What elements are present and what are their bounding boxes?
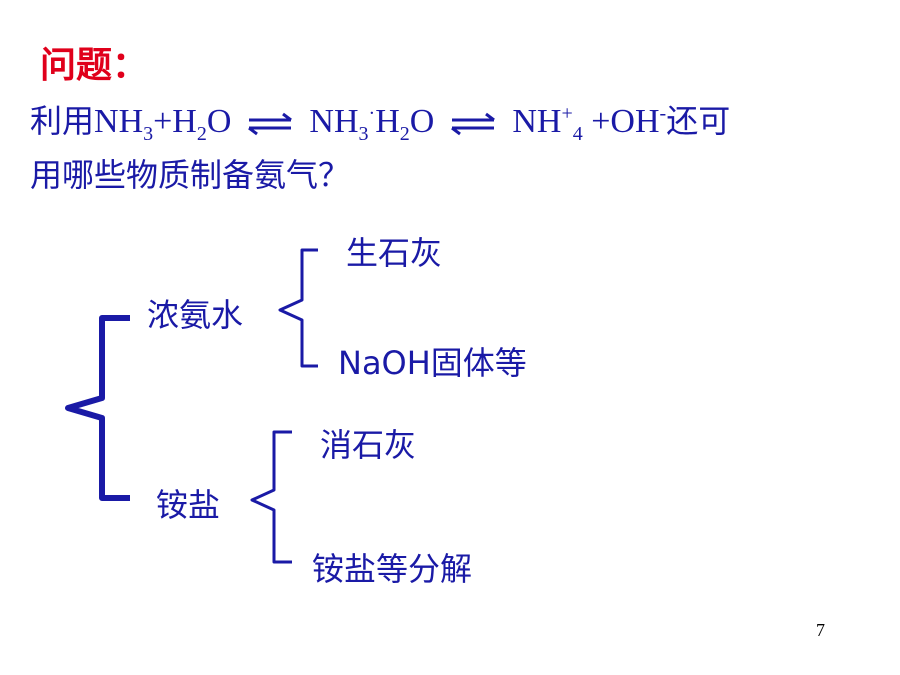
- superscript: +: [561, 102, 573, 125]
- dot: ·: [368, 102, 376, 125]
- oxygen: O: [206, 103, 232, 140]
- subscript: 2: [399, 122, 410, 145]
- tree-node-ammonia-water: 浓氨水: [147, 296, 244, 334]
- h2o-formula: +H: [153, 103, 197, 140]
- equation-prefix: 利用: [30, 102, 95, 140]
- page-number: 7: [816, 620, 825, 640]
- hydrate-o: O: [409, 103, 435, 140]
- tree-leaf-quicklime: 生石灰: [346, 234, 443, 272]
- tree-leaf-naoh: NaOH固体等: [338, 344, 527, 382]
- hydrate-h: H: [375, 103, 400, 140]
- subscript: 2: [196, 122, 207, 145]
- tree-leaf-decomposition: 铵盐等分解: [312, 550, 473, 588]
- superscript: -: [659, 102, 667, 125]
- equilibrium-arrow-icon: [248, 113, 293, 136]
- subscript: 3: [143, 122, 154, 145]
- subscript: 4: [572, 122, 583, 145]
- nh3-hydrate-formula: NH: [309, 103, 359, 140]
- equation-suffix: 还可: [666, 102, 731, 140]
- equilibrium-arrow-icon: [451, 113, 496, 136]
- nh3-formula: NH: [94, 103, 144, 140]
- ammonium-formula: NH: [512, 103, 562, 140]
- tree-leaf-slaked-lime: 消石灰: [320, 426, 417, 464]
- subscript: 3: [358, 122, 369, 145]
- question-title: 问题：: [40, 45, 149, 86]
- tree-node-ammonium-salt: 铵盐: [156, 486, 221, 524]
- hydroxide-formula: +OH: [582, 103, 660, 140]
- equation-line: 利用NH3+H2O NH3·H2O NH+4 +OH-还可: [30, 96, 730, 146]
- question-line-2: 用哪些物质制备氨气？: [30, 156, 351, 194]
